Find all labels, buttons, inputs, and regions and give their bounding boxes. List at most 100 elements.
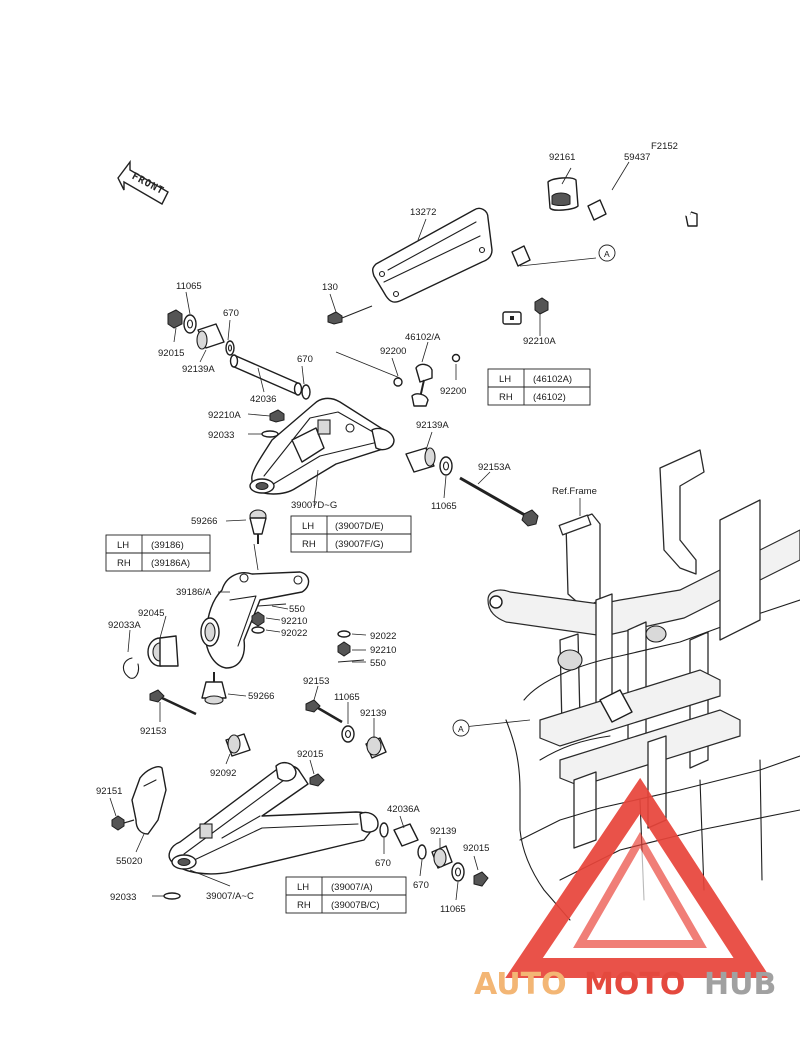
table-lh-value: (39007/A) (331, 882, 373, 893)
part-label: 92033 (110, 892, 136, 903)
table-lh-label: LH (499, 374, 511, 385)
bolt-92153a (459, 476, 539, 527)
part-label: 92033 (208, 430, 234, 441)
part-label: F2152 (651, 141, 678, 152)
part-label: 92210A (523, 336, 556, 347)
table-39007-upper: LH (39007D/E) RH (39007F/G) (290, 515, 412, 553)
watermark-logo: AUTO MOTO HUB (474, 777, 776, 1002)
upper-a-arm (249, 397, 395, 495)
table-lh-label: LH (117, 540, 129, 551)
part-label: 92153 (140, 726, 166, 737)
watermark-text-moto: MOTO (584, 967, 685, 1002)
table-rh-label: RH (499, 392, 513, 403)
watermark-text-auto: AUTO (474, 967, 567, 1002)
table-rh-label: RH (297, 900, 311, 911)
part-label: Ref.Frame (552, 486, 597, 497)
guard-plate (371, 207, 493, 303)
part-label: 550 (370, 658, 386, 669)
table-lh-label: LH (297, 882, 309, 893)
part-label: 39007D~G (291, 500, 337, 511)
table-lh-value: (46102A) (533, 374, 572, 385)
lower-a-arm (163, 761, 379, 900)
table-rh-value: (39186A) (151, 558, 190, 569)
part-label: 39007/A~C (206, 891, 254, 902)
part-label: 92022 (281, 628, 307, 639)
part-label: 92015 (158, 348, 184, 359)
upper-fasteners (167, 309, 311, 400)
part-label: 39186/A (176, 587, 212, 598)
part-label: 11065 (440, 904, 466, 915)
part-label: 130 (322, 282, 338, 293)
bushing-92161 (547, 177, 579, 211)
wheel-bearing (122, 635, 179, 679)
part-label: 42036A (387, 804, 420, 815)
part-label: 92210 (370, 645, 396, 656)
part-label: 92200 (380, 346, 406, 357)
front-arrow-icon: FRONT (117, 159, 169, 205)
part-label: 92153 (303, 676, 329, 687)
knuckle-hardware (251, 603, 365, 663)
part-label: 92015 (297, 749, 323, 760)
watermark-triangle (505, 777, 771, 978)
part-label: 92200 (440, 386, 466, 397)
callout-a-bottom: A (452, 719, 470, 737)
part-label: 42036 (250, 394, 276, 405)
callout-a-bottom-label: A (458, 724, 464, 734)
part-label: 92022 (370, 631, 396, 642)
part-label: 92015 (463, 843, 489, 854)
bolt-92153-left (149, 689, 197, 716)
pivot-shaft-42036 (229, 354, 303, 396)
part-label: 92139 (430, 826, 456, 837)
part-label: 13272 (410, 207, 436, 218)
part-label: 92210 (281, 616, 307, 627)
table-lh-label: LH (302, 521, 314, 532)
ball-joint-upper (249, 509, 267, 544)
bolt-130 (327, 305, 373, 325)
part-label: 59266 (248, 691, 274, 702)
table-lh-value: (39007D/E) (335, 521, 384, 532)
table-rh-label: RH (117, 558, 131, 569)
part-label: 46102/A (405, 332, 441, 343)
table-rh-value: (39007F/G) (335, 539, 384, 550)
table-39186: LH (39186) RH (39186A) (105, 534, 211, 572)
table-39007-lower: LH (39007/A) RH (39007B/C) (285, 876, 407, 914)
table-rh-value: (46102) (533, 392, 566, 403)
part-label: 11065 (431, 501, 457, 512)
part-label: 59437 (624, 152, 650, 163)
part-label: 55020 (116, 856, 142, 867)
part-labels: F2152 92161 59437 13272 130 11065 670 92… (96, 141, 678, 915)
table-lh-value: (39186) (151, 540, 184, 551)
steering-knuckle (200, 571, 310, 669)
part-label: 11065 (176, 281, 202, 292)
part-label: 92139A (416, 420, 449, 431)
part-label: 92033A (108, 620, 141, 631)
part-label: 670 (297, 354, 313, 365)
part-label: 92139 (360, 708, 386, 719)
part-label: 550 (289, 604, 305, 615)
stabilizer-bar (478, 191, 698, 326)
part-label: 670 (413, 880, 429, 891)
part-label: 92092 (210, 768, 236, 779)
part-label: 11065 (334, 692, 360, 703)
part-label: 92153A (478, 462, 511, 473)
leader-lines (109, 161, 630, 901)
table-rh-label: RH (302, 539, 316, 550)
ball-joint-lower (201, 672, 227, 705)
arm-guard (111, 766, 167, 835)
vehicle-frame (487, 449, 800, 921)
callout-a-top: A (598, 244, 616, 262)
watermark-text-hub: HUB (704, 967, 776, 1002)
part-label: 92151 (96, 786, 122, 797)
callout-a-top-label: A (604, 249, 610, 259)
part-label: 59266 (191, 516, 217, 527)
table-46102: LH (46102A) RH (46102) (487, 368, 591, 406)
part-label: 670 (375, 858, 391, 869)
part-label: 670 (223, 308, 239, 319)
part-label: 92045 (138, 608, 164, 619)
lower-arm-hardware (225, 699, 387, 787)
stabilizer-link (393, 297, 549, 407)
table-rh-value: (39007B/C) (331, 900, 380, 911)
upper-right-bushing (405, 447, 453, 476)
